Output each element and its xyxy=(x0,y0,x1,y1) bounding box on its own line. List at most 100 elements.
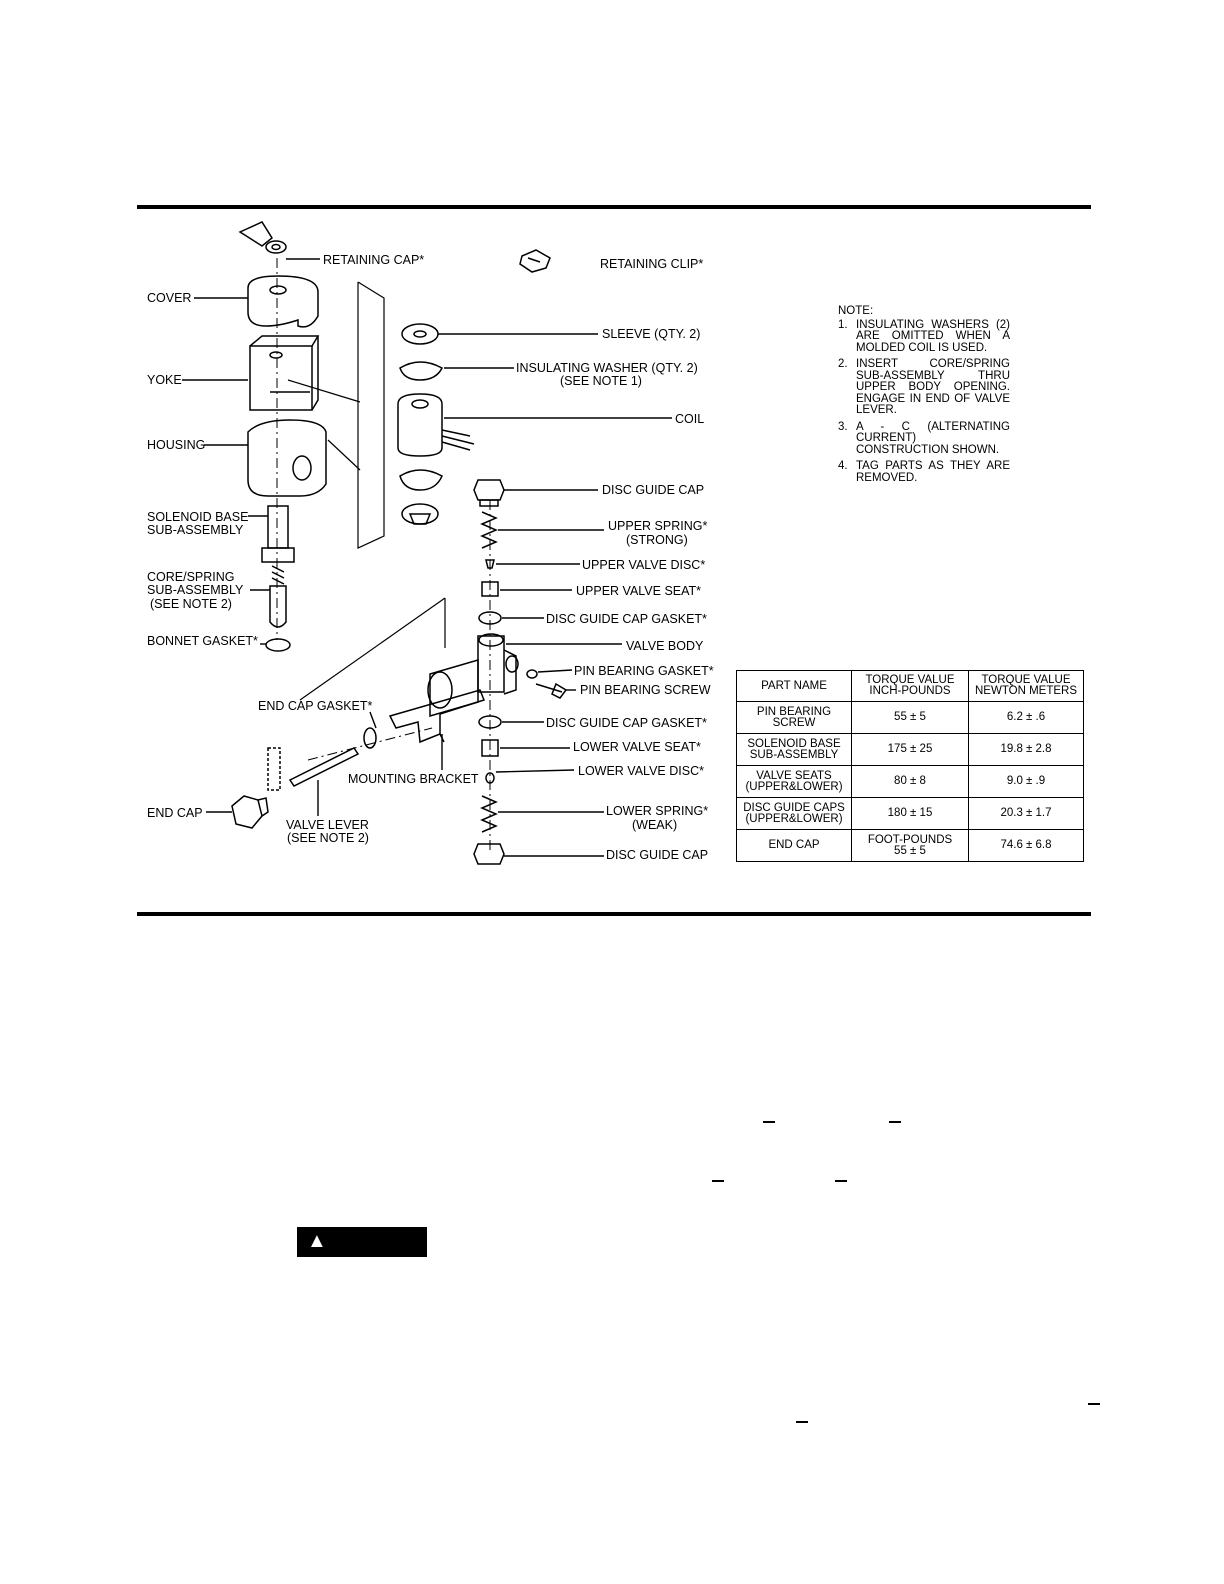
lower-valve-seat-part xyxy=(481,739,499,757)
cell-inch: 55 ± 5 xyxy=(851,701,969,734)
note-number: 2. xyxy=(838,358,848,370)
core-spring-part xyxy=(269,565,287,628)
cover-part xyxy=(247,275,319,328)
note-text: INSERT CORE/SPRING SUB-ASSEMBLY THRU UPP… xyxy=(856,358,1010,416)
label-upper-spring-2: (STRONG) xyxy=(626,533,688,547)
label-coil: COIL xyxy=(675,412,704,426)
label-cover: COVER xyxy=(147,291,191,305)
label-upper-valve-disc: UPPER VALVE DISC* xyxy=(582,558,705,572)
header-part-name: PART NAME xyxy=(736,670,852,702)
cell-nm: 74.6 ± 6.8 xyxy=(968,829,1084,862)
minus-mark xyxy=(835,1180,847,1182)
cell-inch: 175 ± 25 xyxy=(851,733,969,766)
label-valve-lever-2: (SEE NOTE 2) xyxy=(287,831,369,845)
minus-mark xyxy=(712,1180,724,1182)
housing-part xyxy=(247,419,327,497)
label-bonnet-gasket: BONNET GASKET* xyxy=(147,634,258,648)
label-lower-valve-disc: LOWER VALVE DISC* xyxy=(578,764,704,778)
exploded-valve-diagram: RETAINING CAP* RETAINING CLIP* COVER YOK… xyxy=(147,221,714,865)
disc-guide-cap-top-part xyxy=(473,479,505,507)
note-number: 1. xyxy=(838,318,848,331)
label-retaining-cap: RETAINING CAP* xyxy=(323,253,424,267)
label-retaining-clip: RETAINING CLIP* xyxy=(600,257,703,271)
label-disc-guide-cap-top: DISC GUIDE CAP xyxy=(602,483,704,497)
cell-nm: 9.0 ± .9 xyxy=(968,765,1084,798)
upper-spring-part xyxy=(480,511,498,549)
note-item: 1. INSULATING WASHERS (2) ARE OMITTED WH… xyxy=(838,318,1010,355)
minus-mark xyxy=(889,1121,901,1123)
notes-heading: NOTE: xyxy=(838,305,874,317)
label-valve-lever-1: VALVE LEVER xyxy=(286,818,369,832)
coil-part xyxy=(397,393,475,457)
cell-nm: 20.3 ± 1.7 xyxy=(968,797,1084,830)
label-solenoid-base-2: SUB-ASSEMBLY xyxy=(147,523,244,537)
table-row: VALVE SEATS(UPPER&LOWER) 80 ± 8 9.0 ± .9 xyxy=(736,765,1084,798)
note-text: A - C (ALTERNATING CURRENT) CONSTRUCTION… xyxy=(856,420,1010,456)
label-yoke: YOKE xyxy=(147,373,182,387)
retaining-cap-part xyxy=(238,221,287,254)
cell-part: END CAP xyxy=(736,829,852,862)
insulating-washer-part xyxy=(399,361,443,381)
top-rule xyxy=(137,205,1091,209)
mounting-bracket-part xyxy=(388,689,485,744)
bottom-rule xyxy=(137,912,1091,916)
lower-sleeve-part xyxy=(401,503,439,525)
cell-inch: 180 ± 15 xyxy=(851,797,969,830)
cell-inch: 80 ± 8 xyxy=(851,765,969,798)
note-text: TAG PARTS AS THEY ARE REMOVED. xyxy=(856,460,1010,484)
label-mounting-bracket: MOUNTING BRACKET xyxy=(348,772,479,786)
bonnet-gasket-part xyxy=(265,638,291,652)
solenoid-base-part xyxy=(261,505,295,563)
label-disc-guide-cap-bottom: DISC GUIDE CAP xyxy=(606,848,708,862)
label-lower-valve-seat: LOWER VALVE SEAT* xyxy=(573,740,701,754)
warning-banner: ▲ xyxy=(297,1227,427,1257)
table-row: DISC GUIDE CAPS(UPPER&LOWER) 180 ± 15 20… xyxy=(736,797,1084,830)
sleeve-part xyxy=(401,323,439,345)
label-lower-spring-1: LOWER SPRING* xyxy=(606,804,708,818)
note-text: INSULATING WASHERS (2) ARE OMITTED WHEN … xyxy=(856,318,1010,354)
note-item: 3. A - C (ALTERNATING CURRENT) CONSTRUCT… xyxy=(838,420,1010,457)
label-core-spring-2: SUB-ASSEMBLY xyxy=(147,583,244,597)
label-pin-bearing-screw: PIN BEARING SCREW xyxy=(580,683,711,697)
label-upper-valve-seat: UPPER VALVE SEAT* xyxy=(576,584,701,598)
label-lower-spring-2: (WEAK) xyxy=(632,818,677,832)
disc-guide-cap-bottom-part xyxy=(473,843,505,865)
label-sleeve: SLEEVE (QTY. 2) xyxy=(602,327,700,341)
label-core-spring-3: (SEE NOTE 2) xyxy=(150,597,232,611)
label-insulating-washer-2: (SEE NOTE 1) xyxy=(560,374,642,388)
label-end-cap-gasket: END CAP GASKET* xyxy=(258,699,373,713)
pin-bearing-screw-part xyxy=(535,682,568,699)
note-item: 2. INSERT CORE/SPRING SUB-ASSEMBLY THRU … xyxy=(838,358,1010,417)
label-valve-body: VALVE BODY xyxy=(626,639,704,653)
note-item: 4. TAG PARTS AS THEY ARE REMOVED. xyxy=(838,460,1010,484)
cell-nm: 19.8 ± 2.8 xyxy=(968,733,1084,766)
label-core-spring-1: CORE/SPRING xyxy=(147,570,235,584)
note-number: 3. xyxy=(838,420,848,433)
retaining-clip-part xyxy=(519,249,551,273)
pin-bearing-gasket-part xyxy=(526,669,538,679)
cell-part: VALVE SEATS(UPPER&LOWER) xyxy=(736,765,852,798)
lower-spring-part xyxy=(480,795,498,833)
minus-mark xyxy=(763,1121,775,1123)
minus-mark xyxy=(1088,1403,1100,1405)
notes-block: NOTE: 1. INSULATING WASHERS (2) ARE OMIT… xyxy=(838,305,1010,489)
label-housing: HOUSING xyxy=(147,438,205,452)
label-upper-spring-1: UPPER SPRING* xyxy=(608,519,707,533)
label-disc-guide-cap-gasket-top: DISC GUIDE CAP GASKET* xyxy=(546,612,707,626)
valve-lever-part xyxy=(267,747,360,791)
label-end-cap: END CAP xyxy=(147,806,203,820)
cell-part: DISC GUIDE CAPS(UPPER&LOWER) xyxy=(736,797,852,830)
label-pin-bearing-gasket: PIN BEARING GASKET* xyxy=(574,664,714,678)
upper-valve-seat-part xyxy=(481,581,499,597)
yoke-part xyxy=(249,335,320,411)
minus-mark xyxy=(796,1421,808,1423)
